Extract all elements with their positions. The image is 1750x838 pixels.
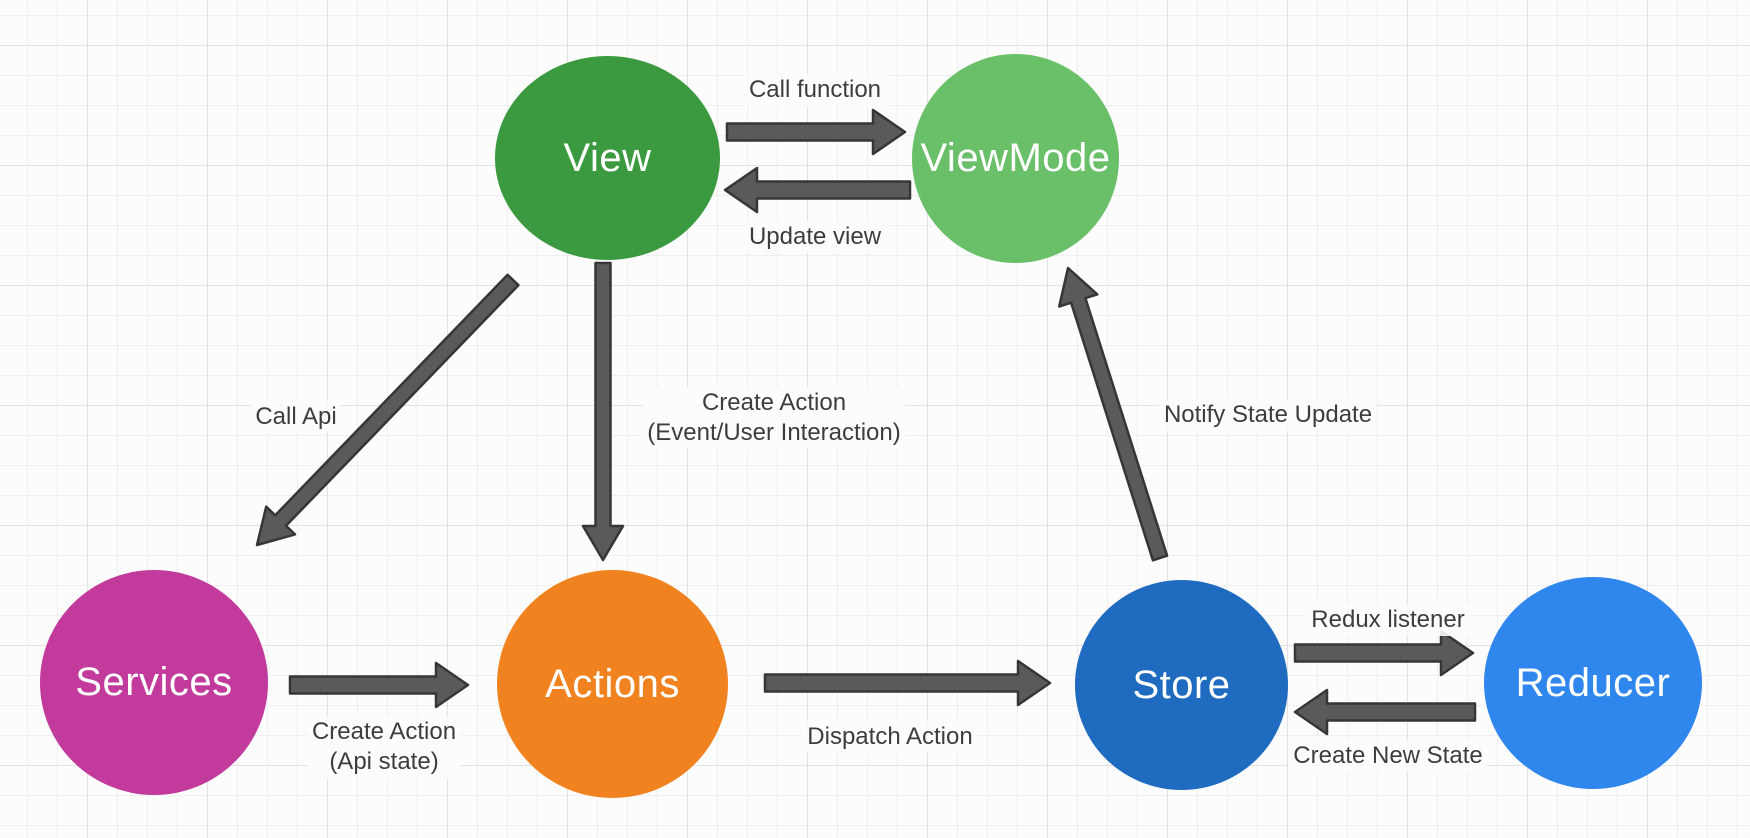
node-actions[interactable]: Actions xyxy=(497,570,728,798)
edge-label-create-action-api: Create Action (Api state) xyxy=(306,716,462,778)
arrow-create-action[interactable] xyxy=(581,261,625,562)
edge-label-dispatch-action: Dispatch Action xyxy=(802,721,978,753)
arrow-update-view[interactable] xyxy=(723,166,912,214)
node-viewmode[interactable]: ViewMode xyxy=(912,54,1119,263)
edge-label-call-function: Call function xyxy=(743,74,887,106)
edge-label-create-action: Create Action (Event/User Interaction) xyxy=(642,387,906,449)
arrow-create-new-state[interactable] xyxy=(1293,688,1477,736)
edge-label-call-api: Call Api xyxy=(250,401,342,433)
arrow-notify-state[interactable] xyxy=(1057,266,1169,562)
node-services[interactable]: Services xyxy=(40,570,268,795)
arrow-dispatch-action[interactable] xyxy=(763,659,1052,707)
node-services-label: Services xyxy=(75,660,233,704)
node-reducer-label: Reducer xyxy=(1515,660,1671,705)
arrow-call-function[interactable] xyxy=(725,108,907,156)
edge-label-create-new-state: Create New State xyxy=(1288,740,1488,772)
node-store[interactable]: Store xyxy=(1075,580,1288,790)
node-view[interactable]: View xyxy=(495,56,720,260)
node-store-label: Store xyxy=(1132,662,1231,707)
arrow-redux-listener[interactable] xyxy=(1293,629,1475,677)
node-viewmode-label: ViewMode xyxy=(920,136,1111,180)
node-actions-label: Actions xyxy=(545,661,680,706)
node-reducer[interactable]: Reducer xyxy=(1484,577,1702,789)
edge-label-redux-listener: Redux listener xyxy=(1306,604,1470,636)
edge-label-notify-state: Notify State Update xyxy=(1158,399,1378,431)
arrow-call-api[interactable] xyxy=(255,273,520,547)
arrow-create-action-api[interactable] xyxy=(288,661,470,709)
node-view-label: View xyxy=(563,135,652,180)
edge-label-update-view: Update view xyxy=(743,221,887,253)
